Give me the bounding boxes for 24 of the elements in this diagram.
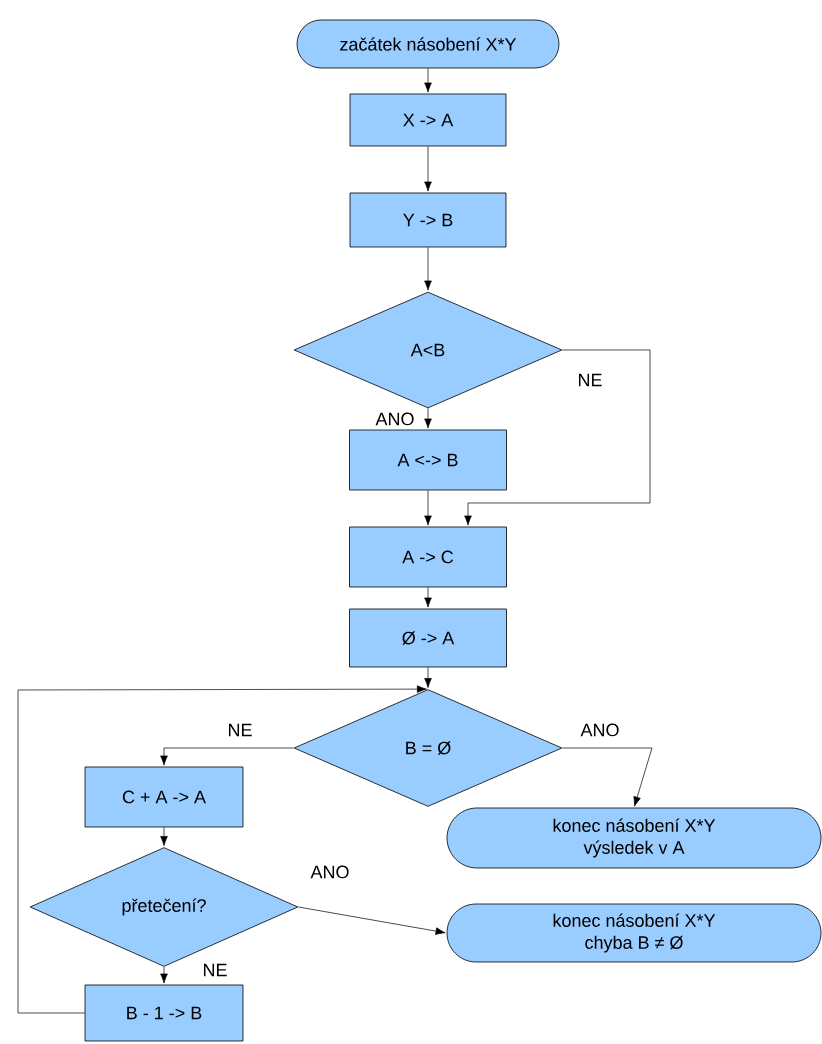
arrow (424, 146, 432, 192)
arrow (17, 685, 427, 1014)
terminal-box: konec násobení X*Y chyba B ≠ Ø (446, 903, 822, 963)
process-box: X -> A (349, 93, 507, 147)
arrow (424, 667, 432, 688)
process-box: C + A -> A (84, 766, 244, 828)
process-box: B - 1 -> B (84, 984, 244, 1042)
process-box: A <-> B (349, 429, 507, 491)
arrow (562, 747, 653, 807)
process-box: Y -> B (349, 192, 507, 248)
process-box: A -> C (349, 526, 507, 588)
arrow (298, 906, 446, 935)
arrow (424, 68, 432, 93)
terminal-box: začátek násobení X*Y (296, 19, 560, 69)
arrow (424, 490, 432, 526)
arrow (424, 408, 432, 429)
arrow (160, 966, 168, 984)
process-box: Ø -> A (349, 608, 507, 668)
terminal-box: konec násobení X*Y výsledek v A (446, 807, 822, 869)
arrow (160, 827, 168, 846)
arrow (160, 747, 294, 766)
arrow (424, 587, 432, 608)
arrow (464, 349, 651, 526)
arrow (424, 247, 432, 291)
